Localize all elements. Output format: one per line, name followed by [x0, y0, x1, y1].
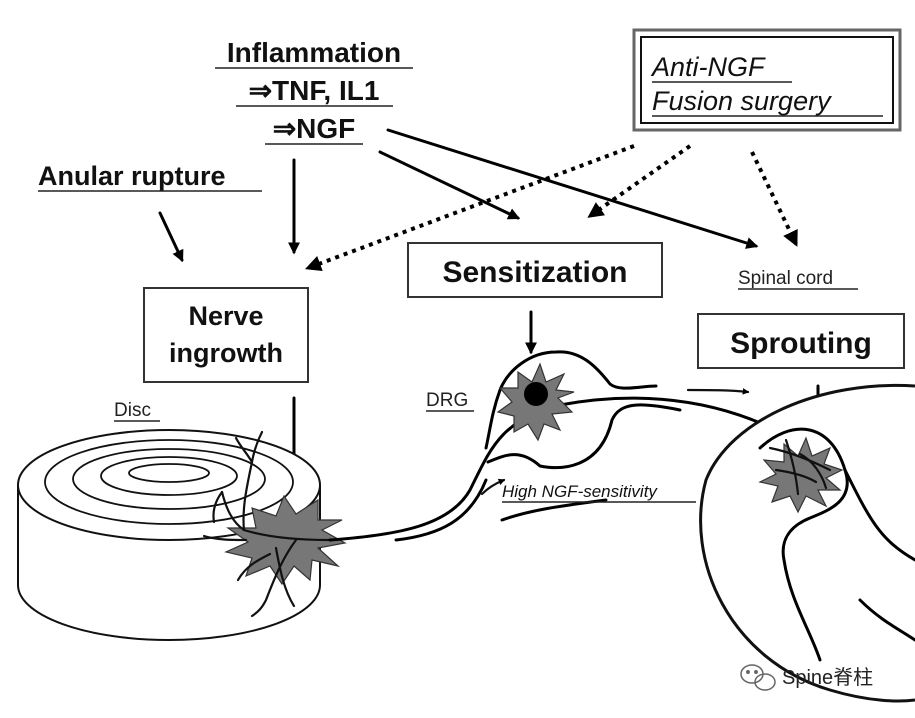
ingrowth-text: ingrowth	[169, 338, 283, 368]
disc-illustration	[17, 429, 321, 641]
ngf-text: ⇒NGF	[273, 113, 356, 144]
spinal-cord-section	[699, 383, 915, 703]
spinal-cord-label: Spinal cord	[738, 268, 858, 290]
anular-rupture-text: Anular rupture	[38, 161, 226, 191]
solid-arrows	[158, 128, 759, 263]
dotted-arrows	[305, 144, 798, 272]
sensitivity-arrow	[480, 478, 506, 496]
cord-sprouting-fibers	[768, 438, 832, 496]
antingf-to-sensitization-arrow	[587, 144, 692, 218]
disc-label: Disc	[114, 400, 151, 421]
inflammation-label: Inflammation ⇒TNF, IL1 ⇒NGF	[215, 37, 413, 145]
sprouting-box: Sprouting	[697, 313, 905, 369]
sensitization-box: Sensitization	[407, 242, 663, 298]
ngf-to-spinal-cord-arrow	[386, 128, 759, 249]
inflammation-text: Inflammation	[227, 37, 401, 68]
watermark: Spine脊柱	[740, 664, 873, 691]
sprouting-text: Sprouting	[730, 327, 872, 360]
tnf-il1-text: ⇒TNF, IL1	[249, 75, 380, 106]
high-ngf-sensitivity-label: High NGF-sensitivity	[502, 482, 658, 501]
disc-nerve-endings	[202, 430, 332, 618]
anti-ngf-box: Anti-NGF Fusion surgery	[632, 28, 902, 132]
drg-ganglion-cell	[524, 382, 548, 406]
ngf-to-sensitization-arrow	[378, 150, 521, 220]
anular-rupture-label: Anular rupture	[38, 161, 262, 192]
nerve-ingrowth-box: Nerve ingrowth	[143, 287, 309, 383]
spinal-cord-text: Spinal cord	[738, 268, 833, 289]
watermark-text: Spine脊柱	[782, 666, 873, 689]
sensitization-text: Sensitization	[442, 256, 627, 289]
anti-ngf-text: Anti-NGF	[650, 52, 766, 82]
drg-label: DRG	[426, 390, 468, 411]
nerve-text: Nerve	[188, 301, 263, 331]
signal-arrow	[686, 388, 750, 395]
fusion-surgery-text: Fusion surgery	[652, 86, 832, 116]
antingf-to-spinal-cord-arrow	[750, 151, 798, 247]
antingf-to-nerve-arrow	[305, 144, 635, 272]
anular-to-nerve-arrow	[158, 211, 184, 263]
wechat-icon	[740, 664, 776, 691]
nerve-pathway	[328, 350, 782, 542]
